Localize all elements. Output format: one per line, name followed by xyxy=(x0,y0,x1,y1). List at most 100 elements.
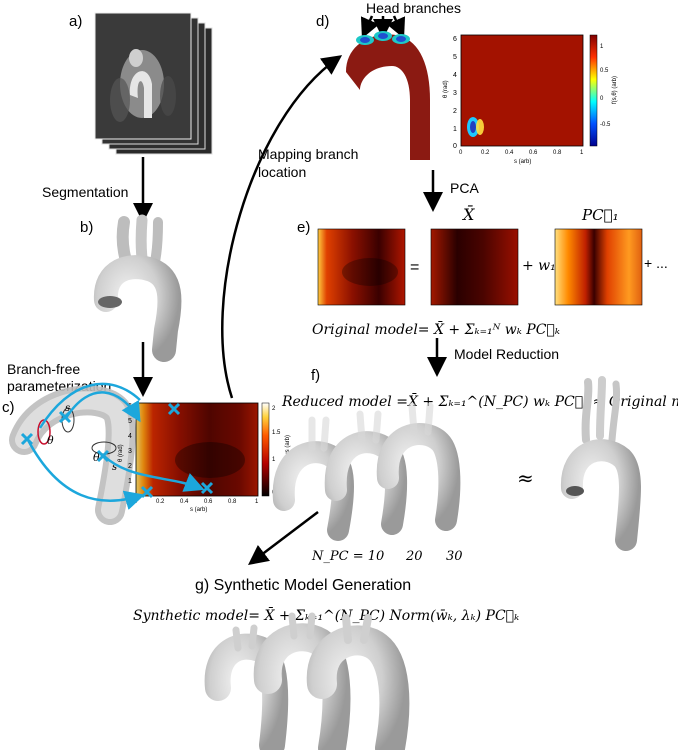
svg-text:1: 1 xyxy=(128,478,132,485)
panel-label-f: f) xyxy=(311,367,320,384)
original-model-small xyxy=(561,376,641,551)
svg-text:3: 3 xyxy=(453,90,457,97)
head-branches-label: Head branches xyxy=(366,0,461,16)
svg-text:0.4: 0.4 xyxy=(180,499,189,505)
panel-label-g: g) Synthetic Model Generation xyxy=(195,577,411,594)
s-symbol-2: s xyxy=(112,462,117,473)
svg-text:1: 1 xyxy=(580,150,584,156)
svg-text:2: 2 xyxy=(453,108,457,115)
svg-text:-0.5: -0.5 xyxy=(600,122,611,128)
s-symbol-1: s xyxy=(65,403,70,414)
panel-label-a: a) xyxy=(69,13,82,30)
svg-text:0.4: 0.4 xyxy=(505,150,514,156)
blue-arrow-4 xyxy=(38,382,141,429)
step-label-segmentation: Segmentation xyxy=(42,184,128,200)
heatmap-d-xticks: 0 0.2 0.4 0.6 0.8 1 xyxy=(459,150,584,156)
svg-text:0: 0 xyxy=(134,499,138,505)
svg-text:0.5: 0.5 xyxy=(600,68,609,74)
pca-row: = X̄ + w₁ PC⃗₁ + ... xyxy=(317,203,668,306)
heatmap-d-colorbar xyxy=(589,34,598,147)
heatmap-c-ylabel: θ (rad) xyxy=(118,444,124,462)
synthetic-models-row xyxy=(204,612,410,750)
svg-text:1: 1 xyxy=(600,44,604,50)
x-marker-2 xyxy=(58,410,72,424)
equation-reduced: Reduced model =X̄ + Σₖ₌₁^(N_PC) wₖ PC⃗ₖ … xyxy=(281,392,678,410)
svg-text:5: 5 xyxy=(453,54,457,61)
svg-text:3: 3 xyxy=(128,448,132,455)
heatmap-c-xticks: 0 0.2 0.4 0.6 0.8 1 xyxy=(134,499,259,505)
npc-30: 30 xyxy=(446,549,463,564)
heatmap-d-ylabel: θ (rad) xyxy=(443,80,449,98)
original-model-heatmap xyxy=(318,229,405,305)
step-label-branch-free-1: Branch-free xyxy=(7,361,80,377)
heatmap-d-cticks: 1 0.5 0 -0.5 xyxy=(600,44,611,128)
svg-text:2: 2 xyxy=(272,406,276,412)
svg-text:0: 0 xyxy=(453,143,457,150)
panel-label-b: b) xyxy=(80,219,93,236)
branch-markers xyxy=(20,402,214,499)
svg-text:1.5: 1.5 xyxy=(272,430,281,436)
theta-symbol-2: θ xyxy=(93,451,100,464)
heatmap-c-xlabel: s (arb) xyxy=(190,507,207,513)
approx-sign: ≈ xyxy=(517,466,534,490)
mri-image-stack xyxy=(94,12,213,155)
step-label-mapping-2: location xyxy=(258,164,306,180)
blue-arrow-3 xyxy=(103,455,205,492)
plus-dots: + ... xyxy=(644,255,668,271)
svg-text:0.8: 0.8 xyxy=(553,150,562,156)
arrow-synthetic xyxy=(248,511,319,566)
equation-original: Original model= X̄ + Σₖ₌₁ᴺ wₖ PC⃗ₖ xyxy=(312,320,560,338)
equation-synthetic: Synthetic model= X̄ + Σₖ₌₁^(N_PC) Norm(w… xyxy=(133,606,519,624)
arrow-mapping-branch xyxy=(221,55,343,399)
heatmap-d-colorbar-label: f(s,θ) (arb) xyxy=(612,76,618,104)
svg-text:0: 0 xyxy=(600,96,604,102)
red-aorta-map xyxy=(346,31,430,161)
mean-label: X̄ xyxy=(461,203,475,224)
x-marker-3 xyxy=(96,449,110,463)
x-marker-4 xyxy=(140,485,154,499)
svg-text:1: 1 xyxy=(272,457,276,463)
npc-label: N_PC = 10 xyxy=(311,549,384,564)
reduced-model-30 xyxy=(376,402,461,531)
panel-label-e: e) xyxy=(297,219,310,236)
panel-label-d: d) xyxy=(316,13,329,30)
svg-text:4: 4 xyxy=(128,433,132,440)
branch-mapping-arrows xyxy=(20,382,214,510)
svg-text:0.8: 0.8 xyxy=(228,499,237,505)
blue-arrow-1 xyxy=(26,439,145,510)
equals-sign: = xyxy=(410,259,419,276)
svg-text:4: 4 xyxy=(453,72,457,79)
svg-text:0.6: 0.6 xyxy=(529,150,538,156)
svg-text:0.2: 0.2 xyxy=(156,499,165,505)
heatmap-c-colorbar xyxy=(261,402,270,497)
step-label-mapping-1: Mapping branch xyxy=(258,146,358,162)
svg-text:0.2: 0.2 xyxy=(481,150,490,156)
svg-text:1: 1 xyxy=(255,499,259,505)
x-marker-5 xyxy=(167,402,181,416)
plus-w1: + w₁ xyxy=(522,258,556,274)
heatmap-d-xlabel: s (arb) xyxy=(514,159,531,165)
pc1-label: PC⃗₁ xyxy=(581,206,619,224)
segmented-aorta-model xyxy=(94,214,182,362)
x-marker-6 xyxy=(200,481,214,495)
x-marker-1 xyxy=(20,432,34,446)
heatmap-d-yticks: 0 1 2 3 4 5 6 xyxy=(453,36,457,150)
reduced-models-row xyxy=(272,402,461,541)
svg-text:2: 2 xyxy=(128,463,132,470)
step-label-model-reduction: Model Reduction xyxy=(454,346,559,362)
theta-symbol-1: θ xyxy=(47,434,54,447)
blue-arrow-2 xyxy=(64,391,141,423)
svg-text:6: 6 xyxy=(453,36,457,43)
svg-text:0: 0 xyxy=(459,150,463,156)
heatmap-d: 0 1 2 3 4 5 6 0 0.2 0.4 0.6 0.8 1 s (arb… xyxy=(443,34,618,165)
npc-20: 20 xyxy=(405,549,423,564)
mean-heatmap xyxy=(431,229,518,305)
pc1-heatmap xyxy=(555,229,642,305)
svg-text:5: 5 xyxy=(128,418,132,425)
svg-text:1: 1 xyxy=(453,126,457,133)
synthetic-model-3 xyxy=(306,614,410,750)
panel-label-c: c) xyxy=(2,399,15,416)
heatmap-c-colorbar-label: Radius (arb) xyxy=(285,435,291,468)
